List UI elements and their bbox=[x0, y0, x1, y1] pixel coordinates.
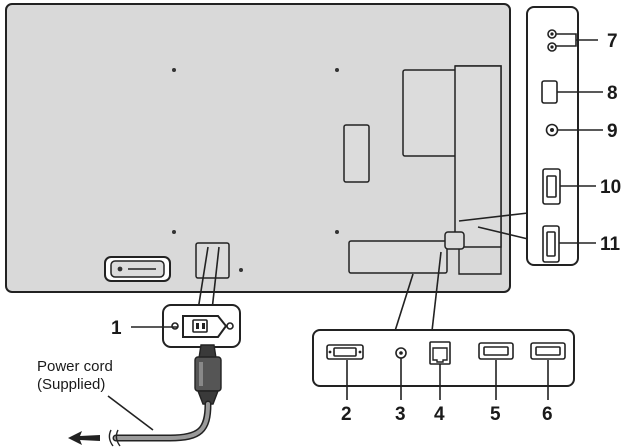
side-panel-leaders bbox=[458, 212, 529, 240]
callout-9: 9 bbox=[607, 121, 618, 142]
side-terminal-plate bbox=[454, 65, 502, 248]
side-terminal-panel bbox=[526, 6, 579, 266]
callout-5: 5 bbox=[490, 404, 501, 425]
callout-10: 10 bbox=[600, 177, 621, 198]
bottom-terminal-panel bbox=[312, 329, 575, 387]
terminal-cover-upper bbox=[402, 69, 460, 157]
ac-inlet-zoom-leaders bbox=[197, 246, 220, 311]
power-cord-supplied-label: (Supplied) bbox=[37, 376, 105, 393]
side-callout-leaders bbox=[556, 33, 603, 244]
port-5-hdmi bbox=[478, 342, 514, 360]
arrow-left-icon bbox=[68, 431, 100, 445]
callout-11: 11 bbox=[600, 234, 621, 255]
mount-hole bbox=[239, 268, 243, 272]
port-6-hdmi bbox=[530, 342, 566, 360]
port-4-lan bbox=[429, 341, 451, 365]
port-2-rs232c bbox=[326, 344, 364, 360]
mount-hole bbox=[335, 68, 339, 72]
port-8-usb bbox=[541, 80, 558, 104]
bottom-terminal-box bbox=[348, 240, 448, 274]
power-cord-label: Power cord bbox=[37, 358, 113, 375]
vent-panel bbox=[343, 124, 370, 183]
callout-7: 7 bbox=[607, 31, 618, 52]
port-9-audio-jack bbox=[545, 123, 559, 137]
callout-3: 3 bbox=[395, 404, 406, 425]
mount-hole bbox=[172, 230, 176, 234]
monitor-rear-panel bbox=[5, 3, 511, 293]
callout-8: 8 bbox=[607, 83, 618, 104]
ac-inlet-zoom bbox=[162, 304, 241, 348]
callout-4: 4 bbox=[434, 404, 445, 425]
bottom-callout-leaders bbox=[346, 358, 549, 400]
mount-hole bbox=[172, 68, 176, 72]
rear-knob bbox=[444, 231, 465, 250]
port-3-audio-jack bbox=[395, 347, 407, 359]
power-plug bbox=[198, 344, 217, 359]
callout-1: 1 bbox=[111, 318, 122, 339]
callout-2: 2 bbox=[341, 404, 352, 425]
power-cord bbox=[68, 344, 222, 447]
ac-inlet-housing bbox=[195, 242, 230, 279]
rear-handle bbox=[104, 256, 171, 282]
bottom-panel-leaders bbox=[394, 251, 442, 332]
callout-6: 6 bbox=[542, 404, 553, 425]
port-10-vga bbox=[542, 168, 561, 205]
port-11-hdmi bbox=[542, 225, 560, 263]
mount-hole bbox=[335, 230, 339, 234]
